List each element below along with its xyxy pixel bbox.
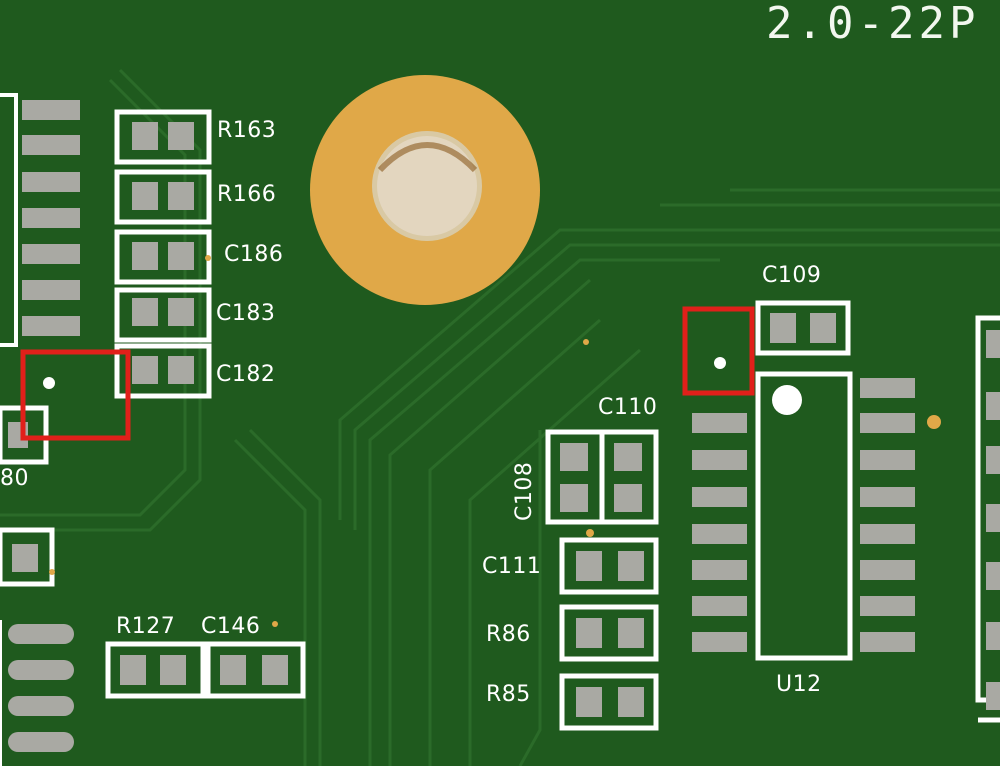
bottom-left-components [105,621,306,699]
c109-footprint [755,300,851,356]
label-c186: C186 [224,242,284,267]
board-version-text: 2.0-22P [766,0,980,49]
left-edge-components [0,405,74,766]
label-c108: C108 [512,461,537,521]
label-r127: R127 [116,614,176,639]
label-c182: C182 [216,362,276,387]
label-80-partial: 80 [0,466,29,491]
resistor-stack-center [559,537,659,731]
left-ic-pins [22,100,80,336]
label-r86: R86 [486,622,531,647]
inspection-box-right [682,306,755,396]
label-c183: C183 [216,301,276,326]
c108-c110-block [545,429,659,537]
label-r166: R166 [217,182,277,207]
label-r163: R163 [217,118,277,143]
label-r85: R85 [486,682,531,707]
u12-ic [583,339,941,661]
label-c109: C109 [762,263,822,288]
copper-traces [0,68,1000,766]
right-edge-connector [975,315,1000,723]
inspection-box-left [20,349,131,441]
label-c110: C110 [598,395,658,420]
left-component-stack [114,109,212,399]
label-c146: C146 [201,614,261,639]
label-c111: C111 [482,554,542,579]
label-u12: U12 [776,672,822,697]
mounting-hole [310,75,540,305]
